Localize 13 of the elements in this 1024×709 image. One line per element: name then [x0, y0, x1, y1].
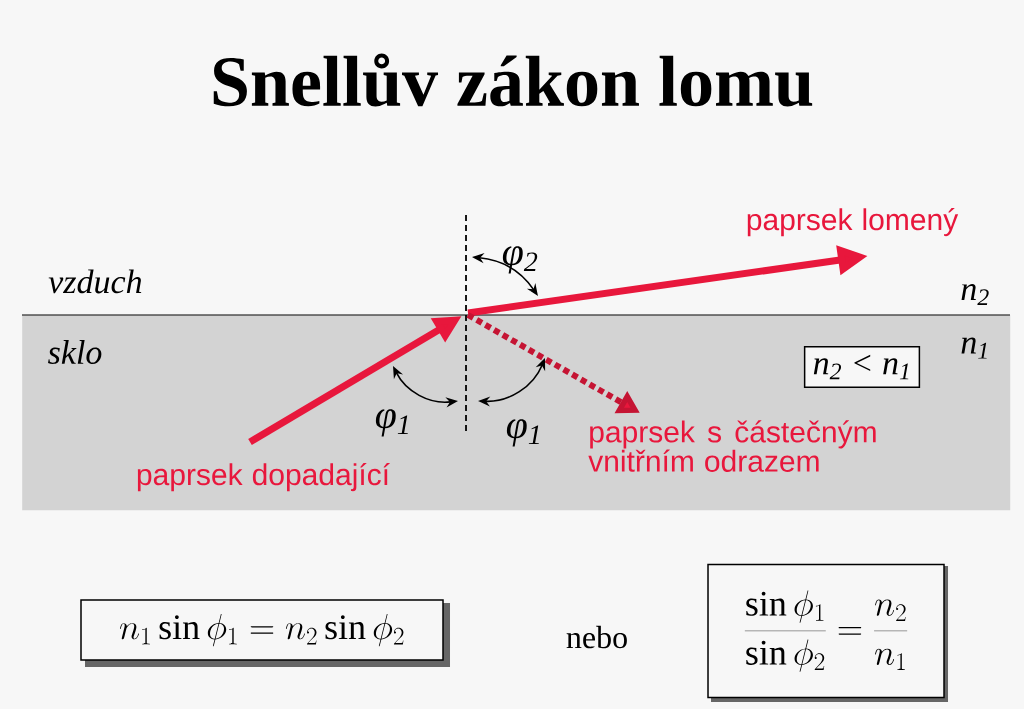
medium-name: vzduch [48, 269, 142, 294]
angle-label: φ$_{1}$ [375, 409, 408, 437]
angle-label: φ$_{2}$ [502, 246, 538, 274]
ray-label: paprsek lomený [747, 207, 959, 237]
ray-label: paprsek s částečným vnitřním odrazem [588, 420, 876, 472]
angle-label: φ$_{1}$ [506, 419, 539, 447]
connector-word: nebo [566, 625, 627, 649]
condition-box: n$_{2}$ < n$_{1}$ [803, 345, 921, 389]
formula-box: $n_1 \sin\phi_1 = n_2 \sin\phi_2$ [80, 599, 444, 661]
ray-label: paprsek dopadající [137, 462, 390, 492]
refractive-index: n$_{2}$ [961, 283, 989, 306]
title: Snellův zákon lomu [213, 53, 813, 107]
formula-box: $\frac{\sin\phi_1}{\sin\phi_2} = \frac{n_2}{n_1}$ [707, 563, 945, 699]
